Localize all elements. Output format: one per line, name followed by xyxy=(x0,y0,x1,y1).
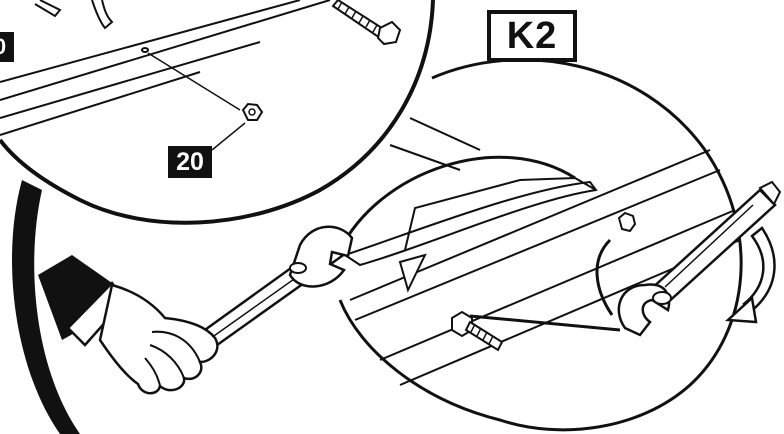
detail-view-label-k2: K2 xyxy=(487,10,577,62)
detail-circle-k2 xyxy=(338,58,743,432)
hex-nut-icon xyxy=(617,211,637,233)
hex-bolt-icon xyxy=(331,0,402,46)
beam-lines-k2 xyxy=(349,117,741,386)
sleeve xyxy=(38,255,112,340)
hex-bolt-icon xyxy=(451,310,504,352)
part-number-label-cutoff: 0 xyxy=(0,32,14,62)
detail-circle-top-left xyxy=(0,0,435,225)
large-arc xyxy=(11,180,81,434)
hex-nut-icon xyxy=(241,102,264,121)
part-number-label-nut: 20 xyxy=(168,146,212,178)
hand-with-wrench xyxy=(38,225,354,395)
wrench-icon xyxy=(617,180,782,337)
beam-lines-top xyxy=(0,0,331,136)
rotation-arrow-icon xyxy=(725,226,776,324)
hand-icon xyxy=(98,283,219,395)
